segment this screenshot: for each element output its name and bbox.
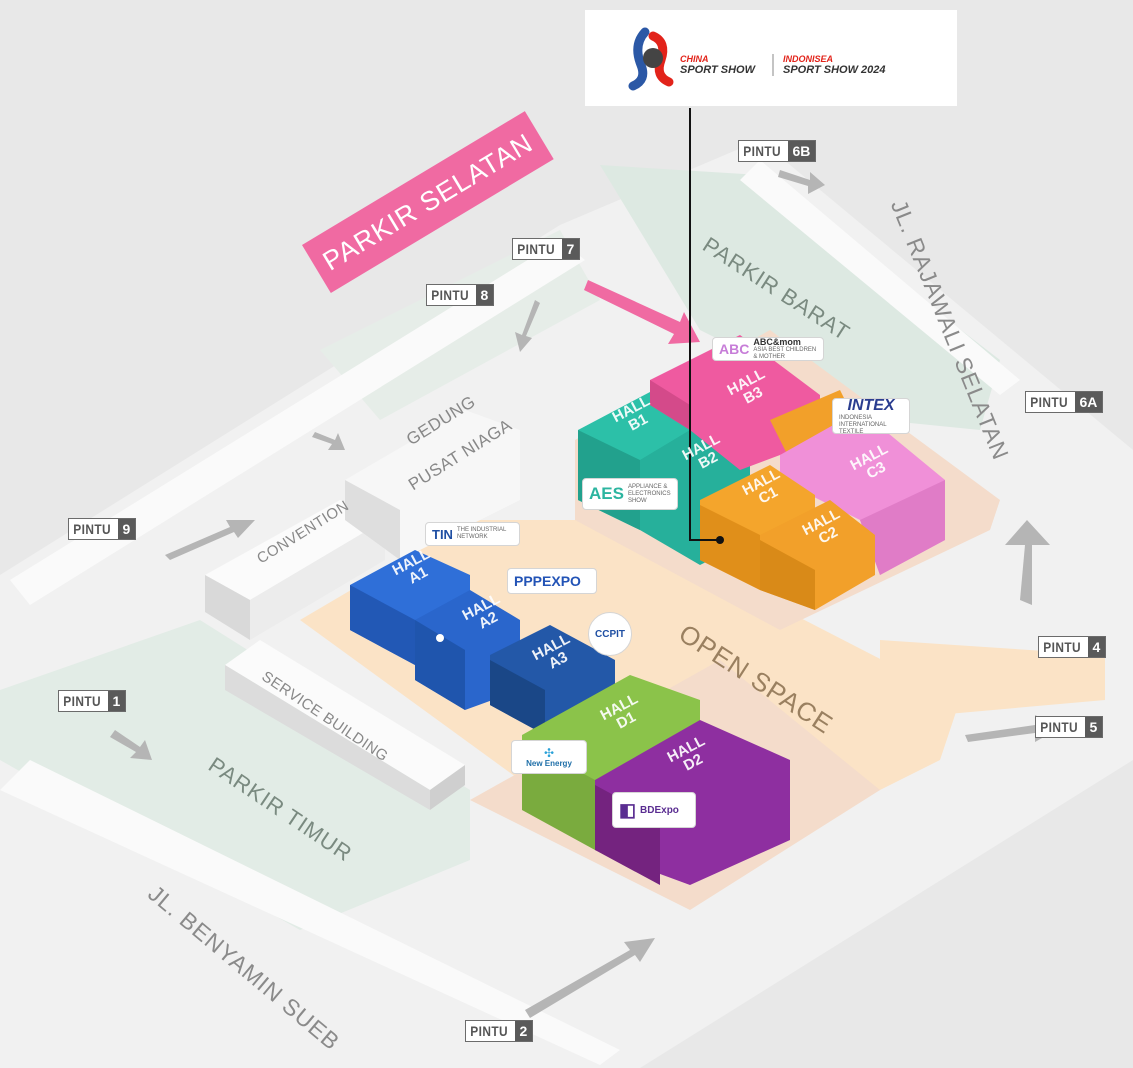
open-space-path bbox=[880, 640, 1105, 720]
direction-arrows bbox=[110, 170, 1060, 1018]
parkir-barat-area bbox=[600, 165, 1000, 430]
abcmom-logo-icon: ABC bbox=[719, 341, 750, 357]
bdexpo-logo-icon: ◧ bbox=[619, 799, 637, 820]
logo-china: CHINA bbox=[680, 54, 709, 64]
service-building-top bbox=[225, 640, 465, 790]
road-north bbox=[10, 240, 585, 605]
exhibitor-intex-tag[interactable]: INTEX INDONESIA INTERNATIONAL TEXTILE bbox=[832, 397, 910, 435]
entry-arrow-pink bbox=[584, 280, 700, 344]
exhibitor-aes-tag[interactable]: AES APPLIANCE & ELECTRONICS SHOW bbox=[582, 478, 678, 510]
road-south bbox=[0, 760, 620, 1065]
wind-turbine-icon: ✣ bbox=[543, 745, 555, 760]
exhibitor-newenergy-tag[interactable]: ✣ New Energy bbox=[511, 740, 587, 774]
convention-top bbox=[205, 500, 385, 600]
exhibitor-bdexpo-tag[interactable]: ◧ BDExpo bbox=[612, 792, 696, 828]
logo-indonisea: INDONISEA bbox=[783, 54, 834, 64]
hall-b3-shape bbox=[650, 335, 820, 470]
exhibitor-pppexpo-tag[interactable]: PPPEXPO bbox=[507, 568, 597, 594]
road-east bbox=[740, 160, 1020, 395]
event-logo-box: CHINA SPORT SHOW INDONISEA SPORT SHOW 20… bbox=[585, 10, 957, 106]
logo-sport-show-2: SPORT SHOW 2024 bbox=[783, 64, 886, 76]
event-logo bbox=[628, 27, 774, 91]
logo-leader-line bbox=[689, 108, 720, 541]
logo-sport-show-1: SPORT SHOW bbox=[680, 64, 755, 76]
exhibitor-ccpit-tag[interactable]: CCPIT bbox=[588, 612, 632, 656]
exhibitor-tin-tag[interactable]: TIN THE INDUSTRIAL NETWORK bbox=[425, 522, 520, 546]
